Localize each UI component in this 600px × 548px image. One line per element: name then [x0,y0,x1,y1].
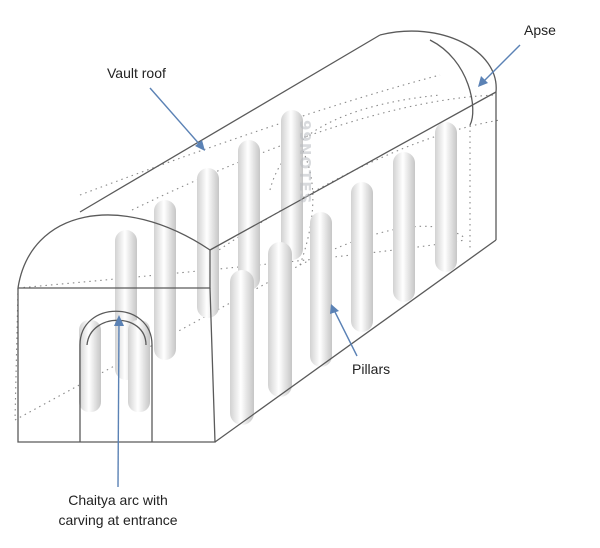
arrow-pointer-icon [195,140,205,151]
arrow-pointer-icon [478,76,488,87]
entrance-pillars [79,320,150,412]
label-pillars: Pillars [352,361,390,377]
label-chaitya-line2: carving at entrance [58,512,177,528]
label-apse: Apse [524,22,556,38]
pillars-back-row [115,110,303,380]
arrow-pointer-icon [114,315,124,326]
label-vault-roof: Vault roof [107,65,166,81]
annotation-arrows [114,44,521,488]
watermark-text: 99NOTES [296,120,314,204]
label-chaitya-line1: Chaitya arc with [68,492,168,508]
hall-outline [17,30,497,443]
pillars-front-row [230,122,457,425]
arrow-pointer-icon [330,304,339,314]
